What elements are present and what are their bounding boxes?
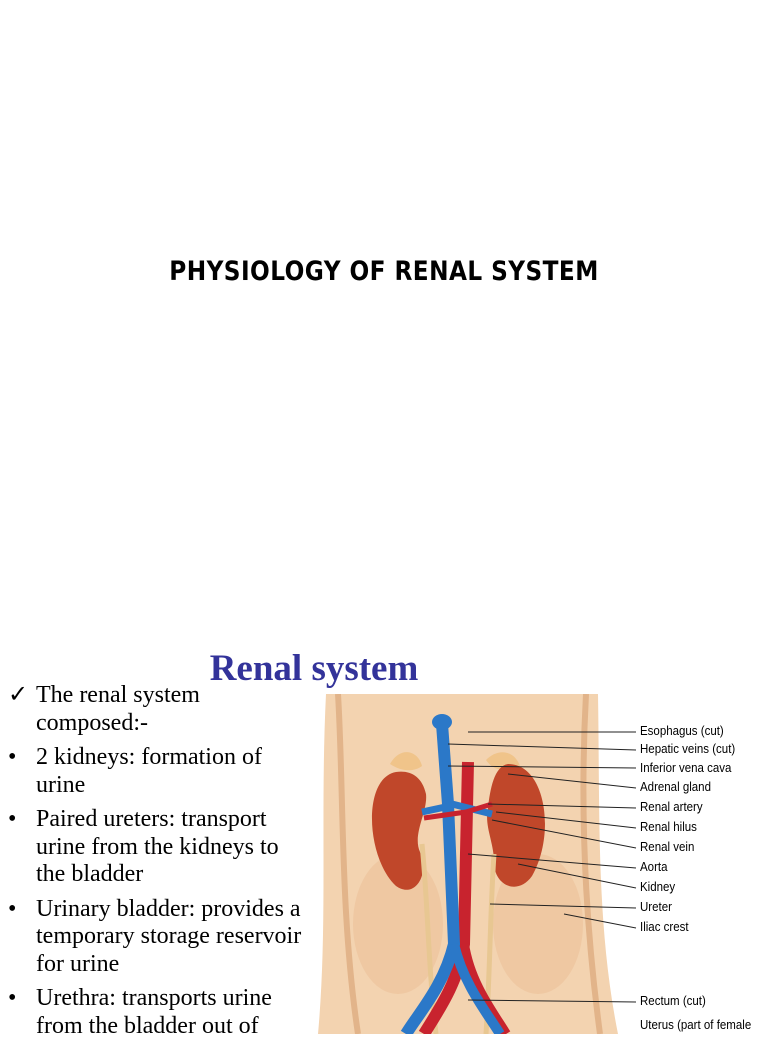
main-title: PHYSIOLOGY OF RENAL SYSTEM [169,256,599,288]
bullet-item: ✓The renal system composed:- [8,682,200,736]
bullet-item: •Paired ureters: transport urine from th… [8,806,279,887]
figure-label: Rectum (cut) [640,994,706,1008]
figure-label: Renal hilus [640,820,697,834]
figure-label: Esophagus (cut) [640,724,724,738]
figure-label: Uterus (part of female [640,1018,752,1032]
renal-anatomy-figure: Esophagus (cut) Hepatic veins (cut) Infe… [318,693,768,1038]
content-slide: Renal system ✓The renal system composed:… [0,580,768,1039]
figure-label: Renal vein [640,840,695,854]
figure-label: Inferior vena cava [640,761,732,775]
slide-title: Renal system [209,647,419,689]
renal-anatomy-illustration [318,693,637,1038]
bullet-icon: • [8,744,17,770]
figure-label: Aorta [640,860,668,874]
bullet-item: •Urinary bladder: provides a temporary s… [8,895,302,977]
title-slide: PHYSIOLOGY OF RENAL SYSTEM [169,256,599,288]
bullet-icon: • [8,985,17,1011]
bullet-item: •2 kidneys: formation of urine [8,744,262,798]
figure-label: Renal artery [640,800,703,814]
checkmark-icon: ✓ [8,682,29,708]
figure-label: Kidney [640,880,676,894]
bullet-icon: • [8,806,17,832]
figure-label: Hepatic veins (cut) [640,742,736,756]
bullet-item: •Urethra: transports urine from the blad… [8,985,272,1039]
figure-label: Adrenal gland [640,780,711,794]
figure-label: Ureter [640,900,672,914]
figure-label: Iliac crest [640,920,689,934]
bullet-icon: • [8,895,17,922]
bullet-list: ✓The renal system composed:- •2 kidneys:… [8,682,310,1047]
